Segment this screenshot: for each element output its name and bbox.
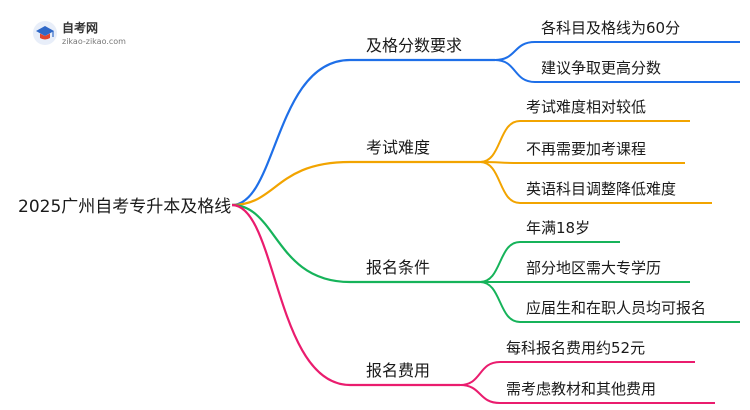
branch-label: 报名条件 (366, 258, 430, 277)
logo-url: zikao-zikao.com (62, 37, 126, 46)
child-node-label: 应届生和在职人员均可报名 (526, 299, 706, 317)
child-node-label: 英语科目调整降低难度 (526, 180, 676, 198)
child-node-label: 部分地区需大专学历 (526, 259, 661, 277)
child-connector (479, 241, 521, 283)
branch-connector (231, 203, 351, 284)
graduation-cap-icon (33, 21, 57, 45)
child-connector (459, 361, 501, 386)
child-connector (479, 281, 521, 323)
branch-label: 及格分数要求 (366, 36, 462, 55)
branch-connector (231, 203, 351, 387)
child-node-label: 需考虑教材和其他费用 (506, 380, 656, 398)
child-connector (494, 59, 536, 83)
child-node-label: 年满18岁 (526, 219, 590, 237)
child-node-label: 各科目及格线为60分 (541, 19, 680, 37)
child-node-label: 不再需要加考课程 (526, 140, 646, 158)
branch-connector (231, 58, 351, 207)
child-node-label: 每科报名费用约52元 (506, 339, 645, 357)
child-connector (479, 120, 521, 163)
logo-title: 自考网 (62, 21, 99, 35)
branch-label: 考试难度 (366, 138, 430, 157)
branch-connector (231, 160, 351, 207)
branch-label: 报名费用 (366, 361, 430, 380)
site-logo[interactable]: 自考网 zikao-zikao.com (0, 0, 160, 60)
child-node-label: 建议争取更高分数 (541, 59, 661, 77)
child-node-label: 考试难度相对较低 (526, 98, 646, 116)
child-connector (494, 41, 536, 61)
root-node-label: 2025广州自考专升本及格线 (18, 197, 231, 217)
child-connector (479, 161, 521, 204)
child-connector (459, 384, 501, 404)
